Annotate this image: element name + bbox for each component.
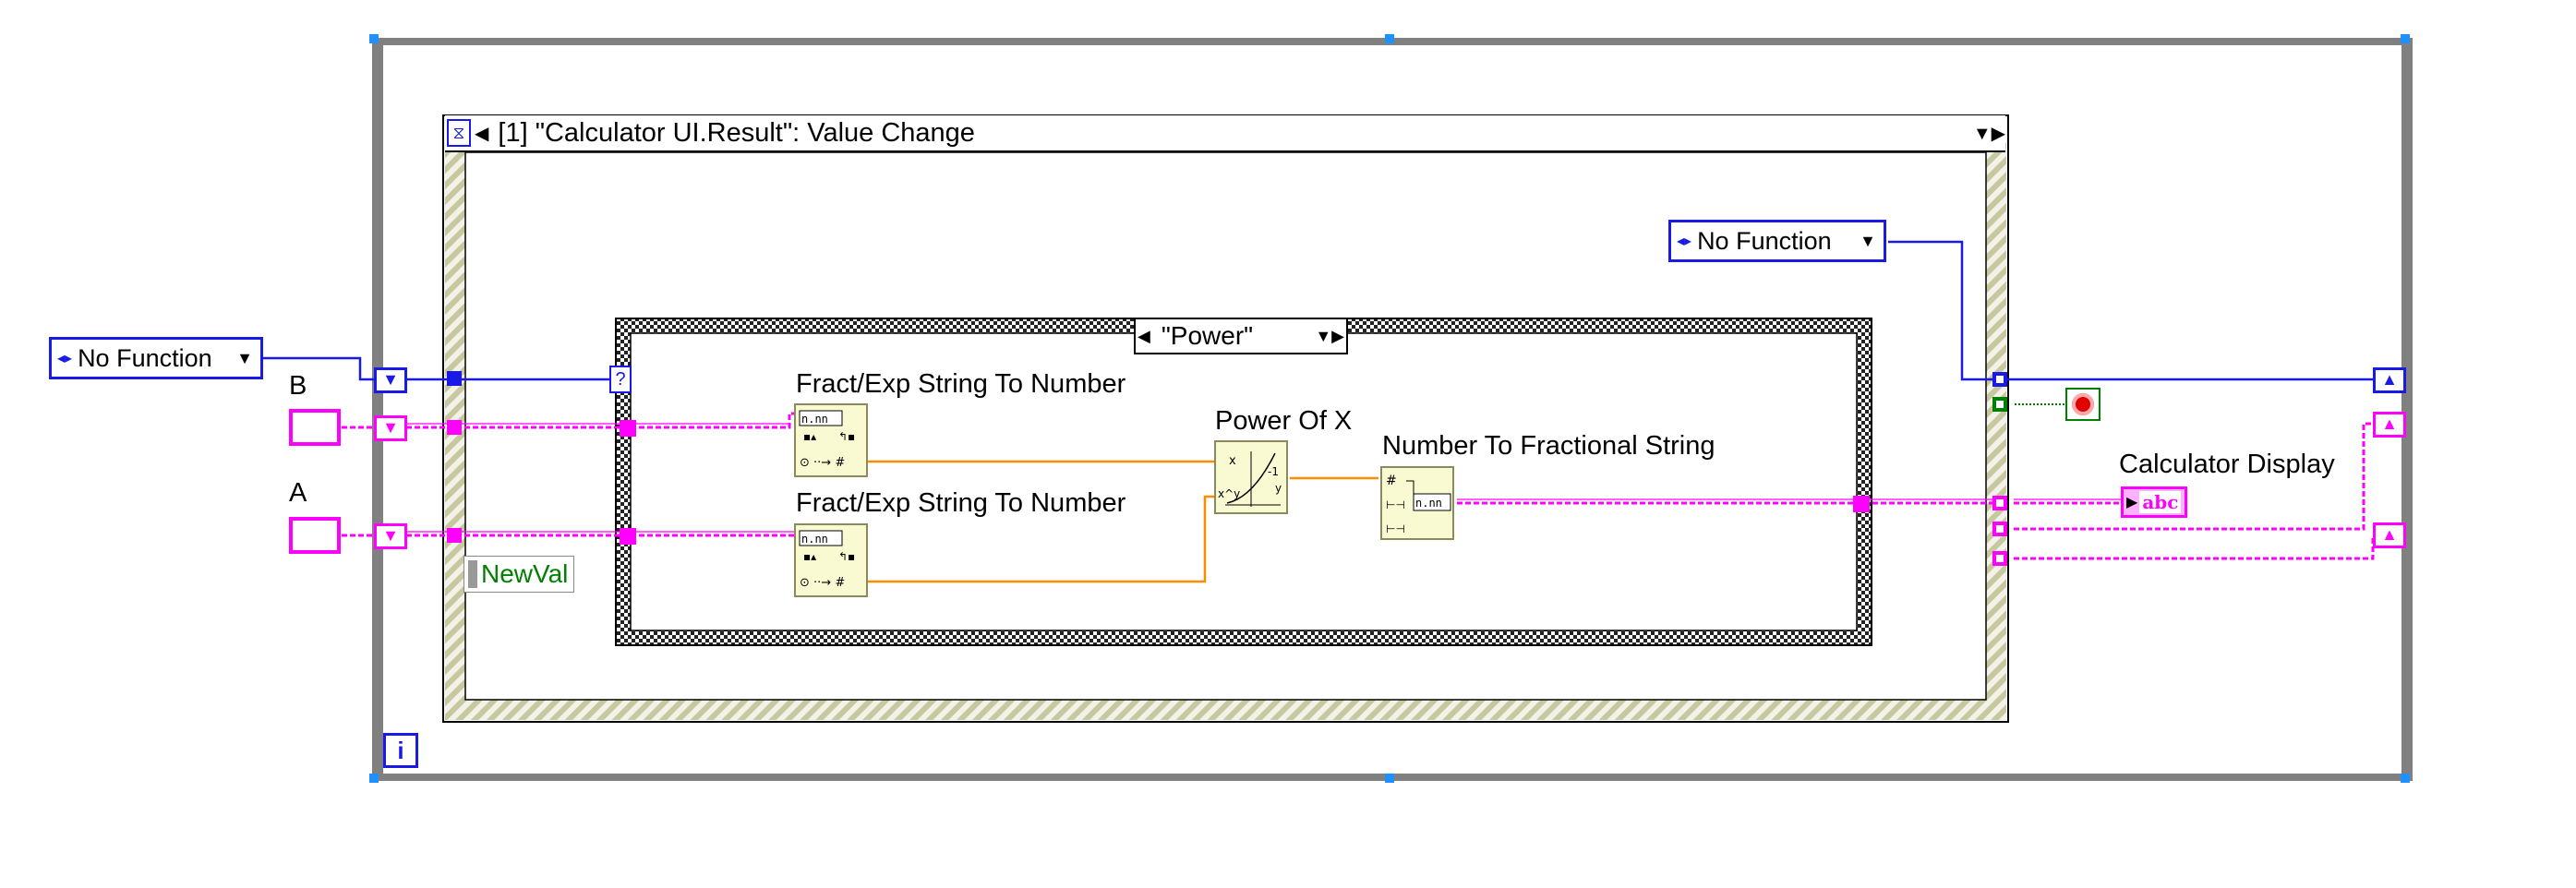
svg-text:▪▴: ▪▴ — [803, 430, 816, 443]
newval-event-data-node[interactable]: NewVal — [463, 556, 575, 593]
shift-register-right-b[interactable]: ▲ — [2373, 412, 2406, 438]
number-to-fractional-label: Number To Fractional String — [1382, 431, 1715, 461]
case-decrement-icon[interactable]: ◀ — [1138, 326, 1150, 345]
fract-exp-label-2: Fract/Exp String To Number — [796, 488, 1126, 518]
event-case-selector[interactable]: ⧖ ◀ [1] "Calculator UI.Result": Value Ch… — [445, 115, 2005, 152]
a-string-constant[interactable] — [289, 517, 341, 554]
dropdown-arrow-icon[interactable]: ▼ — [1860, 231, 1876, 250]
shift-register-left-a[interactable]: ▼ — [374, 523, 407, 549]
fract-exp-string-to-number-node-2[interactable]: n.nn ▪▴ ↰▪ ⊙ ··→ # — [794, 523, 868, 597]
a-label: A — [289, 478, 307, 508]
svg-text:⊢⊣: ⊢⊣ — [1386, 498, 1405, 511]
fract-exp-string-to-number-node-1[interactable]: n.nn ▪▴ ↰▪ ⊙ ··→ # — [794, 403, 868, 477]
svg-text:n.nn: n.nn — [801, 533, 828, 546]
svg-text:▪▴: ▪▴ — [803, 550, 816, 563]
case-selector[interactable]: ◀ "Power" ▼▶ — [1134, 318, 1348, 354]
calculator-display-label: Calculator Display — [2119, 450, 2335, 479]
svg-text:x: x — [1229, 454, 1236, 468]
fract-exp-label-1: Fract/Exp String To Number — [796, 369, 1126, 399]
svg-text:⊙ ··→ #: ⊙ ··→ # — [800, 456, 845, 470]
enum-arrows-icon: ◂▸ — [57, 351, 73, 366]
shift-register-left-b[interactable]: ▼ — [374, 415, 407, 441]
enum-wires — [263, 240, 2391, 381]
b-string-constant[interactable] — [289, 409, 341, 446]
shift-register-left-enum[interactable]: ▼ — [374, 367, 407, 393]
hourglass-icon: ⧖ — [447, 119, 471, 147]
enum-arrows-icon: ◂▸ — [1677, 234, 1692, 249]
string-to-number-icon: n.nn ▪▴ ↰▪ ⊙ ··→ # — [799, 530, 855, 590]
stop-button-terminal[interactable] — [2065, 388, 2101, 421]
event-case-label: [1] "Calculator UI.Result": Value Change — [498, 117, 975, 148]
svg-text:↰▪: ↰▪ — [838, 550, 855, 563]
svg-text:x^y: x^y — [1218, 487, 1240, 500]
case-dropdown-icon[interactable]: ▼▶ — [1972, 123, 2005, 144]
power-of-x-label: Power Of X — [1215, 406, 1353, 436]
while-loop-frame[interactable] — [369, 34, 2413, 783]
shift-register-right-enum[interactable]: ▲ — [2373, 367, 2406, 393]
svg-text:-1: -1 — [1268, 465, 1279, 478]
svg-text:y: y — [1275, 482, 1282, 495]
power-curve-icon: x x^y -1 y — [1218, 451, 1282, 507]
numeric-wires — [868, 460, 1378, 583]
svg-text:⊢⊣: ⊢⊣ — [1386, 522, 1405, 535]
dropdown-arrow-icon[interactable]: ▼ — [236, 348, 253, 367]
svg-text:n.nn: n.nn — [1415, 497, 1442, 510]
case-selector-value: "Power" — [1161, 321, 1254, 350]
stop-icon — [2072, 393, 2094, 415]
calculator-display-terminal[interactable]: ▶ abc — [2121, 486, 2187, 518]
event-data-bar-icon — [468, 560, 477, 588]
number-to-fractional-string-node[interactable]: # ⊢⊣ ⊢⊣ n.nn — [1380, 466, 1454, 540]
power-of-x-node[interactable]: x x^y -1 y — [1214, 440, 1288, 514]
inner-no-function-enum[interactable]: ◂▸ No Function ▼ — [1668, 220, 1886, 262]
outer-no-function-enum[interactable]: ◂▸ No Function ▼ — [49, 337, 263, 379]
number-to-string-icon: # ⊢⊣ ⊢⊣ n.nn — [1386, 474, 1451, 535]
indicator-arrow-icon: ▶ — [2126, 495, 2138, 510]
string-to-number-icon: n.nn ▪▴ ↰▪ ⊙ ··→ # — [799, 410, 855, 470]
case-dropdown-icon[interactable]: ▼▶ — [1315, 326, 1344, 345]
svg-text:⊙ ··→ #: ⊙ ··→ # — [800, 576, 845, 590]
b-label: B — [289, 371, 307, 401]
loop-iteration-terminal: i — [383, 733, 418, 768]
svg-text:#: # — [1386, 474, 1397, 488]
svg-text:n.nn: n.nn — [801, 413, 828, 426]
svg-text:↰▪: ↰▪ — [838, 430, 855, 443]
case-selector-terminal[interactable]: ? — [609, 366, 632, 393]
decrement-arrow-icon[interactable]: ◀ — [475, 123, 489, 144]
shift-register-right-a[interactable]: ▲ — [2373, 522, 2406, 548]
